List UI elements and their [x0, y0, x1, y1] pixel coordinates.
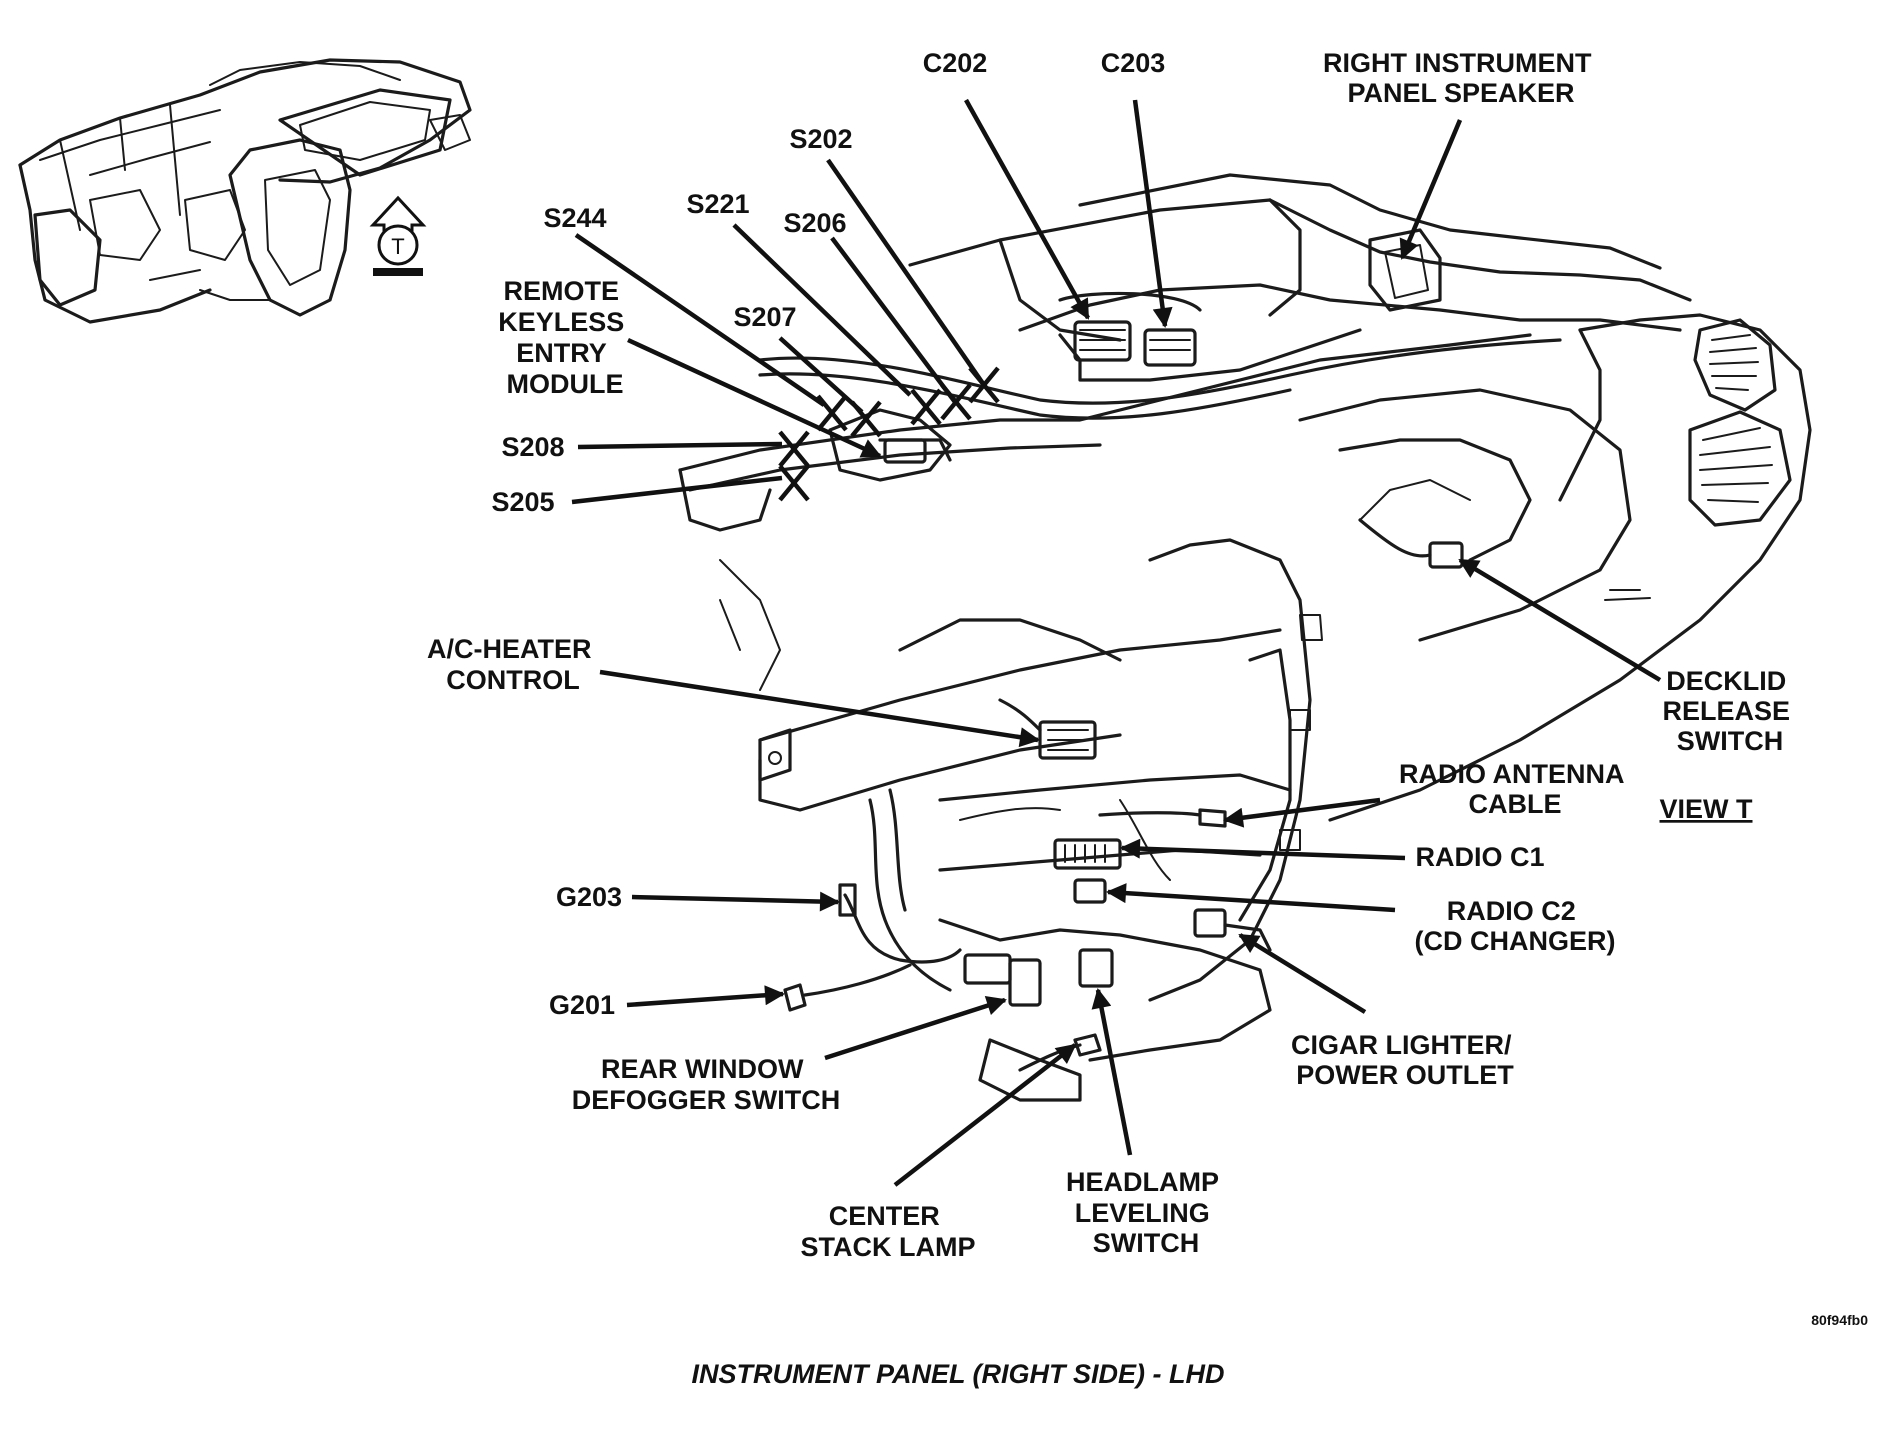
leader-lines — [571, 98, 1662, 1187]
label-g201: G201 — [549, 990, 615, 1020]
figure-reference: 80f94fb0 — [1811, 1312, 1868, 1328]
view-label: VIEW T — [1660, 794, 1754, 824]
label-right-instrument-panel-speaker: RIGHT INSTRUMENT PANEL SPEAKER — [1323, 48, 1599, 108]
overview-thumbnail — [18, 58, 472, 324]
label-s221: S221 — [686, 189, 749, 219]
label-cigar-lighter-power-outlet: CIGAR LIGHTER/ POWER OUTLET — [1291, 1030, 1519, 1090]
label-s206: S206 — [783, 208, 846, 238]
label-s202: S202 — [789, 124, 852, 154]
label-g203: G203 — [556, 882, 622, 912]
label-c203: C203 — [1101, 48, 1166, 78]
label-radio-c2: RADIO C2 (CD CHANGER) — [1415, 896, 1616, 956]
label-c202: C202 — [923, 48, 988, 78]
label-rear-window-defogger-switch: REAR WINDOW DEFOGGER SWITCH — [572, 1054, 841, 1115]
figure-caption: INSTRUMENT PANEL (RIGHT SIDE) - LHD — [692, 1359, 1225, 1389]
label-s205: S205 — [491, 487, 554, 517]
label-ac-heater-control: A/C-HEATER CONTROL — [427, 634, 599, 695]
label-radio-c1: RADIO C1 — [1415, 842, 1544, 872]
callout-labels: C202 C203 RIGHT INSTRUMENT PANEL SPEAKER… — [427, 48, 1868, 1389]
view-t-marker: T — [369, 195, 427, 276]
label-radio-antenna-cable: RADIO ANTENNA CABLE — [1399, 759, 1631, 819]
label-decklid-release-switch: DECKLID RELEASE SWITCH — [1662, 666, 1797, 756]
label-headlamp-leveling-switch: HEADLAMP LEVELING SWITCH — [1066, 1167, 1226, 1258]
instrument-panel-drawing — [678, 173, 1812, 1102]
view-marker-letter: T — [391, 234, 404, 259]
label-s207: S207 — [733, 302, 796, 332]
label-center-stack-lamp: CENTER STACK LAMP — [801, 1201, 976, 1262]
label-remote-keyless-entry-module: REMOTE KEYLESS ENTRY MODULE — [498, 276, 632, 399]
label-s244: S244 — [543, 203, 606, 233]
label-s208: S208 — [501, 432, 564, 462]
